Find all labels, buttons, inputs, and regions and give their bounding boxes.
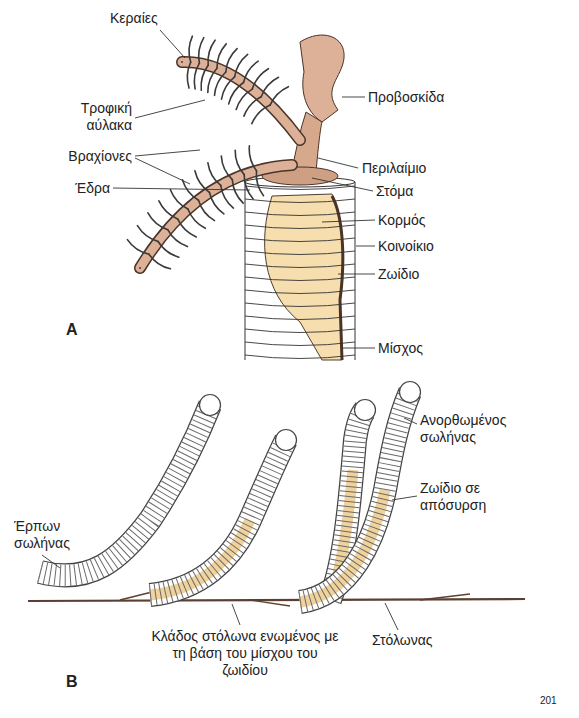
tube-opening (276, 430, 297, 451)
tube-ring (245, 290, 355, 294)
tentacle (201, 65, 208, 90)
tentacle (244, 97, 261, 116)
part-label: Ζωίδιο (378, 266, 468, 283)
tube-ring (300, 392, 410, 602)
leader-lines (42, 418, 417, 630)
panel-letter: Β (66, 672, 96, 691)
tube-wall (150, 440, 286, 595)
tube-ring (245, 238, 355, 242)
part-label: Ζωίδιο σε απόσυρση (420, 480, 530, 514)
tentacle (199, 200, 215, 220)
part-label: Έδρα (56, 180, 110, 197)
part-label: Ανορθωμένος σωλήνας (420, 412, 540, 446)
tentacle (252, 105, 270, 124)
tube-ring (245, 199, 355, 203)
tentacle (235, 150, 244, 174)
tentacle (199, 38, 204, 64)
coenoecium-tube (245, 182, 355, 360)
tube-inside (300, 392, 410, 602)
tentacle (127, 240, 148, 255)
part-label: Έρπων σωλήνας (14, 518, 88, 552)
tentacle (137, 226, 158, 242)
tentacle (236, 89, 252, 109)
part-label: Κορμός (378, 212, 468, 229)
tentacle (221, 185, 234, 208)
tentacle (229, 83, 244, 104)
tentacle (188, 209, 205, 228)
tentacle (208, 40, 215, 65)
tentacle (189, 36, 192, 62)
tentacle (226, 49, 237, 72)
tentacle (249, 146, 256, 171)
tentacle (244, 175, 253, 199)
tube-group (40, 382, 421, 603)
part-label: Βραχίονες (40, 148, 132, 165)
tube-ring (245, 329, 355, 333)
tube-ring (150, 440, 286, 595)
tentacle (222, 77, 235, 99)
tube-rings (245, 177, 355, 359)
part-label: Τροφική αύλακα (48, 100, 132, 134)
tentacle (270, 87, 288, 105)
tentacle (244, 61, 259, 82)
tube-ring (245, 277, 355, 281)
tentacle (187, 62, 190, 88)
tube-ring (245, 342, 355, 346)
tentacle (208, 68, 217, 92)
zooid-body (265, 194, 343, 360)
tube-inside (150, 440, 286, 595)
tentacle (168, 230, 188, 247)
leader-lines (113, 30, 375, 348)
tentacle (148, 213, 168, 230)
part-label: Κεραίες (110, 10, 180, 27)
tentacles (127, 36, 288, 269)
tentacle (170, 190, 188, 209)
tentacle (194, 63, 199, 89)
stolon (28, 590, 525, 606)
tube-ring (245, 251, 355, 255)
part-label: Μίσχος (378, 340, 468, 357)
tube-ring (245, 264, 355, 268)
page-number: 201 (540, 694, 574, 707)
tentacle (208, 163, 221, 186)
tube-ring (245, 355, 355, 359)
part-label: Κοινοίκιο (378, 238, 478, 255)
tube-ring (245, 212, 355, 216)
tube-ring (245, 316, 355, 320)
panel-letter: Α (66, 320, 96, 339)
tentacle (235, 54, 248, 76)
tentacle (178, 219, 197, 237)
tentacle (215, 72, 226, 95)
tube-wall (300, 392, 410, 602)
part-label: Κλάδος στόλωνα ενωμένος με τη βάση του μ… (150, 628, 340, 679)
part-label: Στόλωνας (372, 632, 472, 649)
tentacle (261, 77, 278, 96)
tentacle (159, 201, 178, 219)
tentacle (252, 69, 268, 89)
tentacle (221, 156, 232, 180)
tube-opening (355, 400, 376, 421)
part-label: Περιλαίμιο (362, 160, 472, 177)
tube-ring (245, 303, 355, 307)
tentacle (217, 44, 226, 68)
tube-ring (245, 225, 355, 229)
tentacle (256, 171, 263, 196)
part-label: Προβοσκίδα (368, 89, 478, 106)
tentacle (158, 242, 179, 258)
tentacle (182, 180, 198, 201)
tube-opening (400, 382, 421, 403)
tentacle (149, 254, 171, 269)
tube-opening (200, 395, 221, 416)
tentacle (209, 192, 224, 214)
part-label: Στόμα (376, 183, 466, 200)
tentacle (232, 180, 243, 204)
arms (140, 62, 300, 268)
